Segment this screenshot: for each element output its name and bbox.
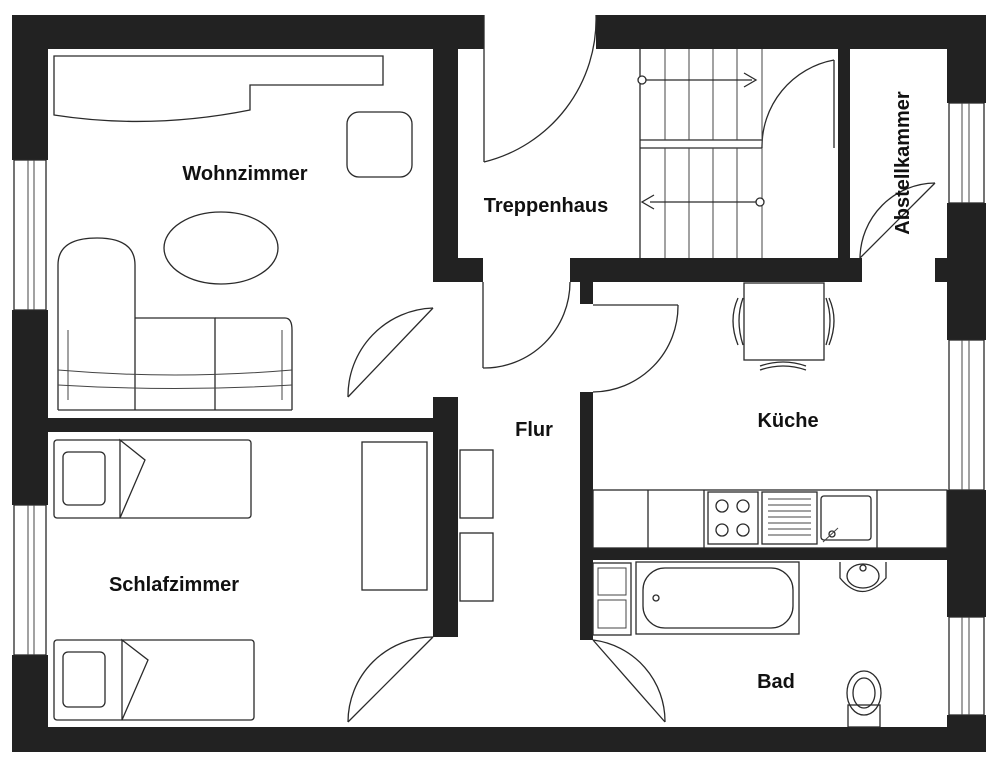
window-schlafzimmer — [13, 504, 47, 656]
kitchen-counter — [592, 489, 948, 549]
door-entrance — [483, 14, 597, 163]
window-wohnzimmer — [13, 159, 47, 311]
sofa — [57, 237, 293, 411]
kueche-furniture — [592, 282, 948, 549]
label-flur: Flur — [515, 419, 553, 441]
door-wohnzimmer — [347, 307, 434, 398]
label-wohnzimmer: Wohnzimmer — [182, 163, 307, 185]
wardrobe — [361, 441, 428, 591]
sink-drainboard — [761, 491, 818, 545]
door-schlafzimmer — [347, 636, 434, 723]
sink-basin — [820, 495, 872, 543]
hall-cabinet-top — [459, 449, 494, 519]
door-bad — [592, 639, 666, 723]
stove — [707, 491, 759, 545]
label-bad: Bad — [757, 671, 795, 693]
label-abstellkammer: Abstellkammer — [892, 91, 914, 235]
label-schlafzimmer: Schlafzimmer — [109, 574, 239, 596]
bed-top — [53, 438, 252, 519]
inner-walls — [48, 15, 947, 640]
room-labels: Wohnzimmer Treppenhaus Abstellkammer Flu… — [109, 91, 914, 693]
toilet — [846, 670, 882, 728]
coffee-table — [163, 211, 279, 285]
door-stair-gate — [761, 59, 835, 149]
bed-bottom — [53, 638, 255, 721]
bad-furniture — [592, 561, 887, 728]
label-treppenhaus: Treppenhaus — [484, 195, 608, 217]
bathtub — [635, 561, 800, 635]
windows — [13, 102, 985, 716]
flur-furniture — [459, 449, 494, 602]
doors — [347, 14, 936, 723]
hall-cabinet-bottom — [459, 532, 494, 602]
staircase — [637, 49, 765, 258]
armchair — [346, 111, 413, 178]
window-abstellkammer — [948, 102, 985, 204]
window-kueche — [948, 339, 985, 491]
door-treppenhaus — [482, 281, 571, 369]
washbasin — [839, 562, 887, 593]
schlafzimmer-furniture — [53, 438, 428, 721]
wohnzimmer-furniture — [53, 55, 413, 411]
bathroom-shelf — [592, 562, 632, 636]
door-kueche — [592, 304, 679, 393]
label-kueche: Küche — [757, 410, 818, 432]
door-abstellkammer — [859, 182, 936, 259]
outer-walls — [12, 15, 986, 752]
window-bad — [948, 616, 985, 716]
corner-desk — [53, 55, 384, 123]
dining-table — [732, 282, 835, 371]
